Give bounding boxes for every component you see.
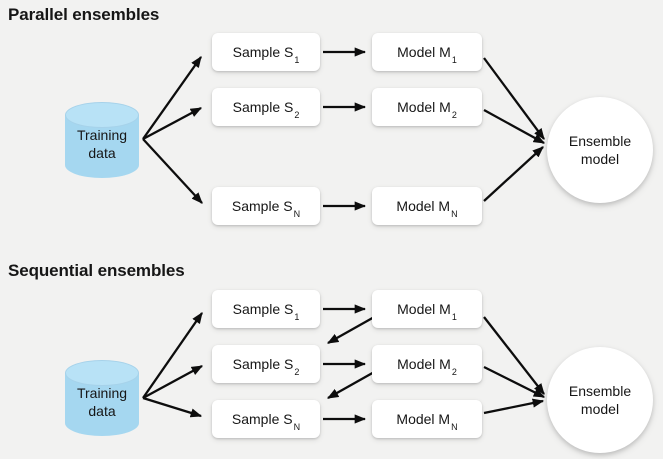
label-subscript: N: [293, 421, 301, 432]
label-text: Model M: [397, 44, 451, 60]
model-mn-label: Model MN: [396, 198, 457, 218]
sequential-sample-sn-box: Sample SN: [212, 400, 320, 438]
sample-s1-label: Sample S1: [232, 301, 300, 321]
parallel-sample-s1-box: Sample S1: [212, 33, 320, 71]
label-text: Model M: [397, 356, 451, 372]
parallel-sample-sn-box: Sample SN: [212, 187, 320, 225]
arrow-modelN-to-ensemble: [483, 146, 544, 202]
label-subscript: 2: [451, 109, 457, 120]
arrow-data-to-sample2: [142, 364, 204, 400]
arrow-data-to-sample1: [142, 56, 202, 140]
label-subscript: 2: [294, 366, 300, 377]
sequential-training-data-cylinder: Training data: [65, 360, 139, 436]
label-text: Model M: [396, 198, 451, 214]
parallel-arrows: [142, 47, 546, 211]
sequential-ensemble-model-circle: Ensemble model: [547, 347, 653, 453]
arrow-model1-to-ensemble: [483, 316, 545, 395]
label-subscript: N: [451, 421, 458, 432]
sequential-ensembles-title: Sequential ensembles: [8, 261, 185, 280]
training-data-label: Training data: [76, 127, 128, 161]
label-text: Sample S: [232, 44, 294, 60]
label-subscript: N: [293, 208, 301, 219]
arrow-data-to-sampleN: [142, 396, 203, 418]
arrow-model1-to-sample2-feedback: [326, 314, 377, 345]
parallel-training-data-cylinder: Training data: [65, 102, 139, 178]
sequential-arrows: [142, 304, 546, 424]
parallel-model-m2-box: Model M2: [372, 88, 482, 126]
cylinder-top-ellipse: [65, 360, 139, 386]
sequential-model-m2-box: Model M2: [372, 345, 482, 383]
parallel-model-mn-box: Model MN: [372, 187, 482, 225]
arrow-model1-to-ensemble: [483, 57, 545, 140]
label-text: Model M: [396, 411, 451, 427]
sample-sn-label: Sample SN: [231, 198, 300, 218]
label-text: Sample S: [231, 198, 293, 214]
arrow-data-to-sample2: [142, 106, 203, 141]
arrow-model2-to-ensemble: [483, 365, 546, 399]
arrow-model2-to-ensemble: [483, 108, 546, 145]
arrow-data-to-sample1: [142, 312, 203, 399]
parallel-model-m1-box: Model M1: [372, 33, 482, 71]
arrow-data-to-sampleN: [142, 138, 203, 204]
sample-sn-label: Sample SN: [231, 411, 300, 431]
ensemble-model-label: Ensemble model: [568, 382, 632, 417]
label-text: Sample S: [232, 99, 294, 115]
parallel-ensemble-model-circle: Ensemble model: [547, 97, 653, 203]
sequential-sample-s1-box: Sample S1: [212, 290, 320, 328]
sample-s2-label: Sample S2: [232, 99, 300, 119]
arrow-modelN-to-ensemble: [483, 398, 545, 415]
arrow-model2-to-sampleN-feedback: [326, 369, 377, 400]
label-text: Sample S: [232, 356, 294, 372]
sequential-sample-s2-box: Sample S2: [212, 345, 320, 383]
model-m1-label: Model M1: [397, 44, 457, 64]
sequential-model-m1-box: Model M1: [372, 290, 482, 328]
label-subscript: 1: [294, 311, 300, 322]
label-subscript: 1: [451, 54, 457, 65]
cylinder-top-ellipse: [65, 102, 139, 128]
label-text: Sample S: [232, 301, 294, 317]
model-mn-label: Model MN: [396, 411, 457, 431]
ensemble-model-label: Ensemble model: [568, 132, 632, 167]
label-subscript: 1: [451, 311, 457, 322]
sample-s1-label: Sample S1: [232, 44, 300, 64]
label-text: Model M: [397, 99, 451, 115]
label-subscript: 2: [451, 366, 457, 377]
model-m2-label: Model M2: [397, 356, 457, 376]
sequential-model-mn-box: Model MN: [372, 400, 482, 438]
label-text: Sample S: [231, 411, 293, 427]
label-subscript: 2: [294, 109, 300, 120]
label-subscript: 1: [294, 54, 300, 65]
label-text: Model M: [397, 301, 451, 317]
model-m1-label: Model M1: [397, 301, 457, 321]
parallel-ensembles-title: Parallel ensembles: [8, 5, 160, 24]
parallel-sample-s2-box: Sample S2: [212, 88, 320, 126]
label-subscript: N: [451, 208, 458, 219]
training-data-label: Training data: [76, 385, 128, 419]
sample-s2-label: Sample S2: [232, 356, 300, 376]
model-m2-label: Model M2: [397, 99, 457, 119]
